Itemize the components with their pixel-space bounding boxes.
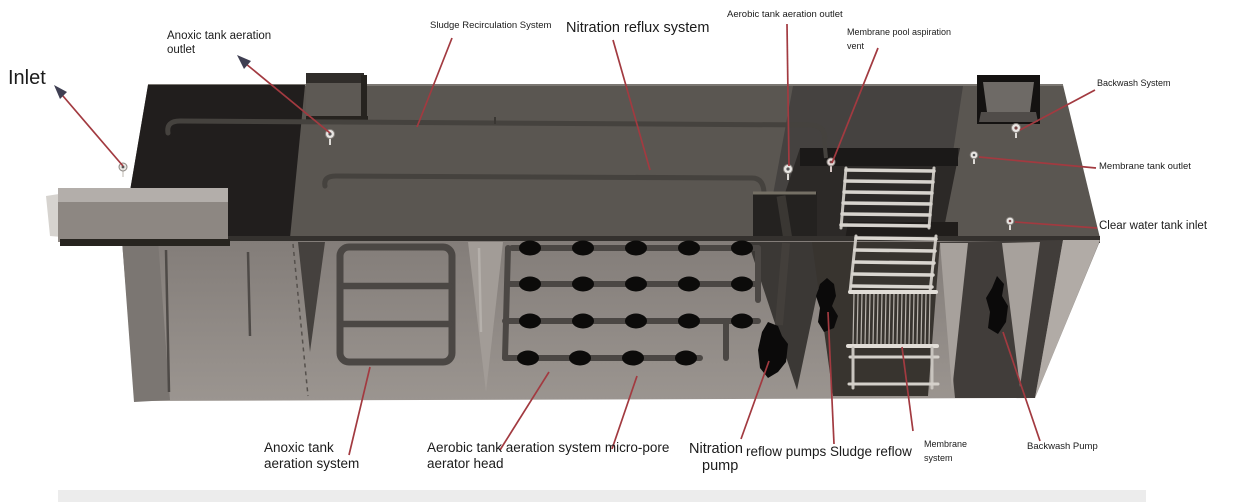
clearwater-inlet-fitting [1005,216,1015,230]
label-clearwater-inlet: Clear water tank inlet [1099,220,1208,232]
label-aspiration-vent: Membrane pool aspiration vent [847,27,952,51]
backwash-pump [986,276,1008,334]
label-nitration-pump: Nitration pump [689,441,743,475]
nitration-reflux-pipe [322,173,767,195]
pipe-fittings [118,123,1021,230]
label-membrane-system: Membrane system [924,439,968,463]
sludge-reflow-pump [816,278,838,332]
clearwater-light-wedge-right [1002,242,1040,387]
nitration-drop-pipe [775,242,790,326]
nitration-shadow-wedge [748,242,828,390]
arrow-sludge-reflow [827,311,835,445]
membrane-pool-backwall [800,148,958,166]
arrow-inlet [56,88,124,167]
arrow-aerobic-head-1 [499,371,550,451]
backwash-fitting [1011,123,1021,138]
label-membrane-outlet: Membrane tank outlet [1099,161,1191,172]
arrowhead-anoxic-outlet [237,55,251,69]
bottom-edge-strip [58,490,1146,502]
membrane-module-rack [846,234,940,390]
arrow-nitration-pump [740,360,770,440]
tank-right-outer-face [1035,240,1100,398]
arrow-backwash-pump [1002,331,1041,442]
back-edge-box [306,73,368,121]
section-gap-pipe [477,247,483,333]
label-backwash-pump: Backwash Pump [1027,441,1098,452]
callout-arrows [56,23,1098,456]
aerobic-aeration-grid [502,240,761,366]
label-nitration-reflux: Nitration reflux system [566,20,710,36]
arrowheads [54,55,251,99]
label-inlet: Inlet [8,67,46,89]
arrow-aerobic-head-2 [611,375,638,450]
aerobic-outlet-fitting [783,164,793,180]
deck-hatch [753,191,817,242]
label-sludge-recirculation: Sludge Recirculation System [430,20,552,31]
deck-membrane-rack [839,166,936,230]
arrow-anoxic-outlet [239,58,331,134]
label-reflow-sludge: reflow pumps Sludge reflow [746,444,912,459]
arrow-backwash-system [1019,89,1096,131]
anoxic-aeration-coil [336,243,456,366]
arrow-membrane-outlet [978,156,1097,169]
label-aerobic-outlet: Aerobic tank aeration outlet [727,9,843,20]
front-ledge [46,188,230,246]
clearwater-tank-box [977,75,1040,124]
membrane-sheets [852,293,931,346]
label-anoxic-system: Anoxic tank aeration system [264,440,360,472]
membrane-outlet-fitting [969,150,979,164]
arrow-anoxic-system [348,366,371,456]
arrowhead-inlet [54,85,67,99]
inlet-section-pipes [164,243,309,397]
arrow-nitration-reflux [612,39,651,171]
label-backwash-system: Backwash System [1097,78,1171,88]
arrow-clearwater-inlet [1014,221,1098,229]
label-anoxic-outlet: Anoxic tank aeration outlet [167,30,272,56]
wall-shadow-wedge [298,242,325,352]
arrow-membrane-system [901,346,914,432]
clearwater-light-wedge-left [940,243,968,391]
arrow-sludge-recirc [416,37,453,128]
tank-left-outer-face [122,240,170,402]
sludge-recirculation-pipe [165,117,828,159]
micro-pore-diffusers [517,240,753,366]
section-gap-wall [468,242,503,392]
arrow-aerobic-outlet [786,23,790,167]
nitration-reflux-pump [758,322,788,378]
label-aerobic-head: Aerobic tank aeration system micro-pore … [427,440,670,472]
arrow-aspiration-vent [831,47,879,164]
